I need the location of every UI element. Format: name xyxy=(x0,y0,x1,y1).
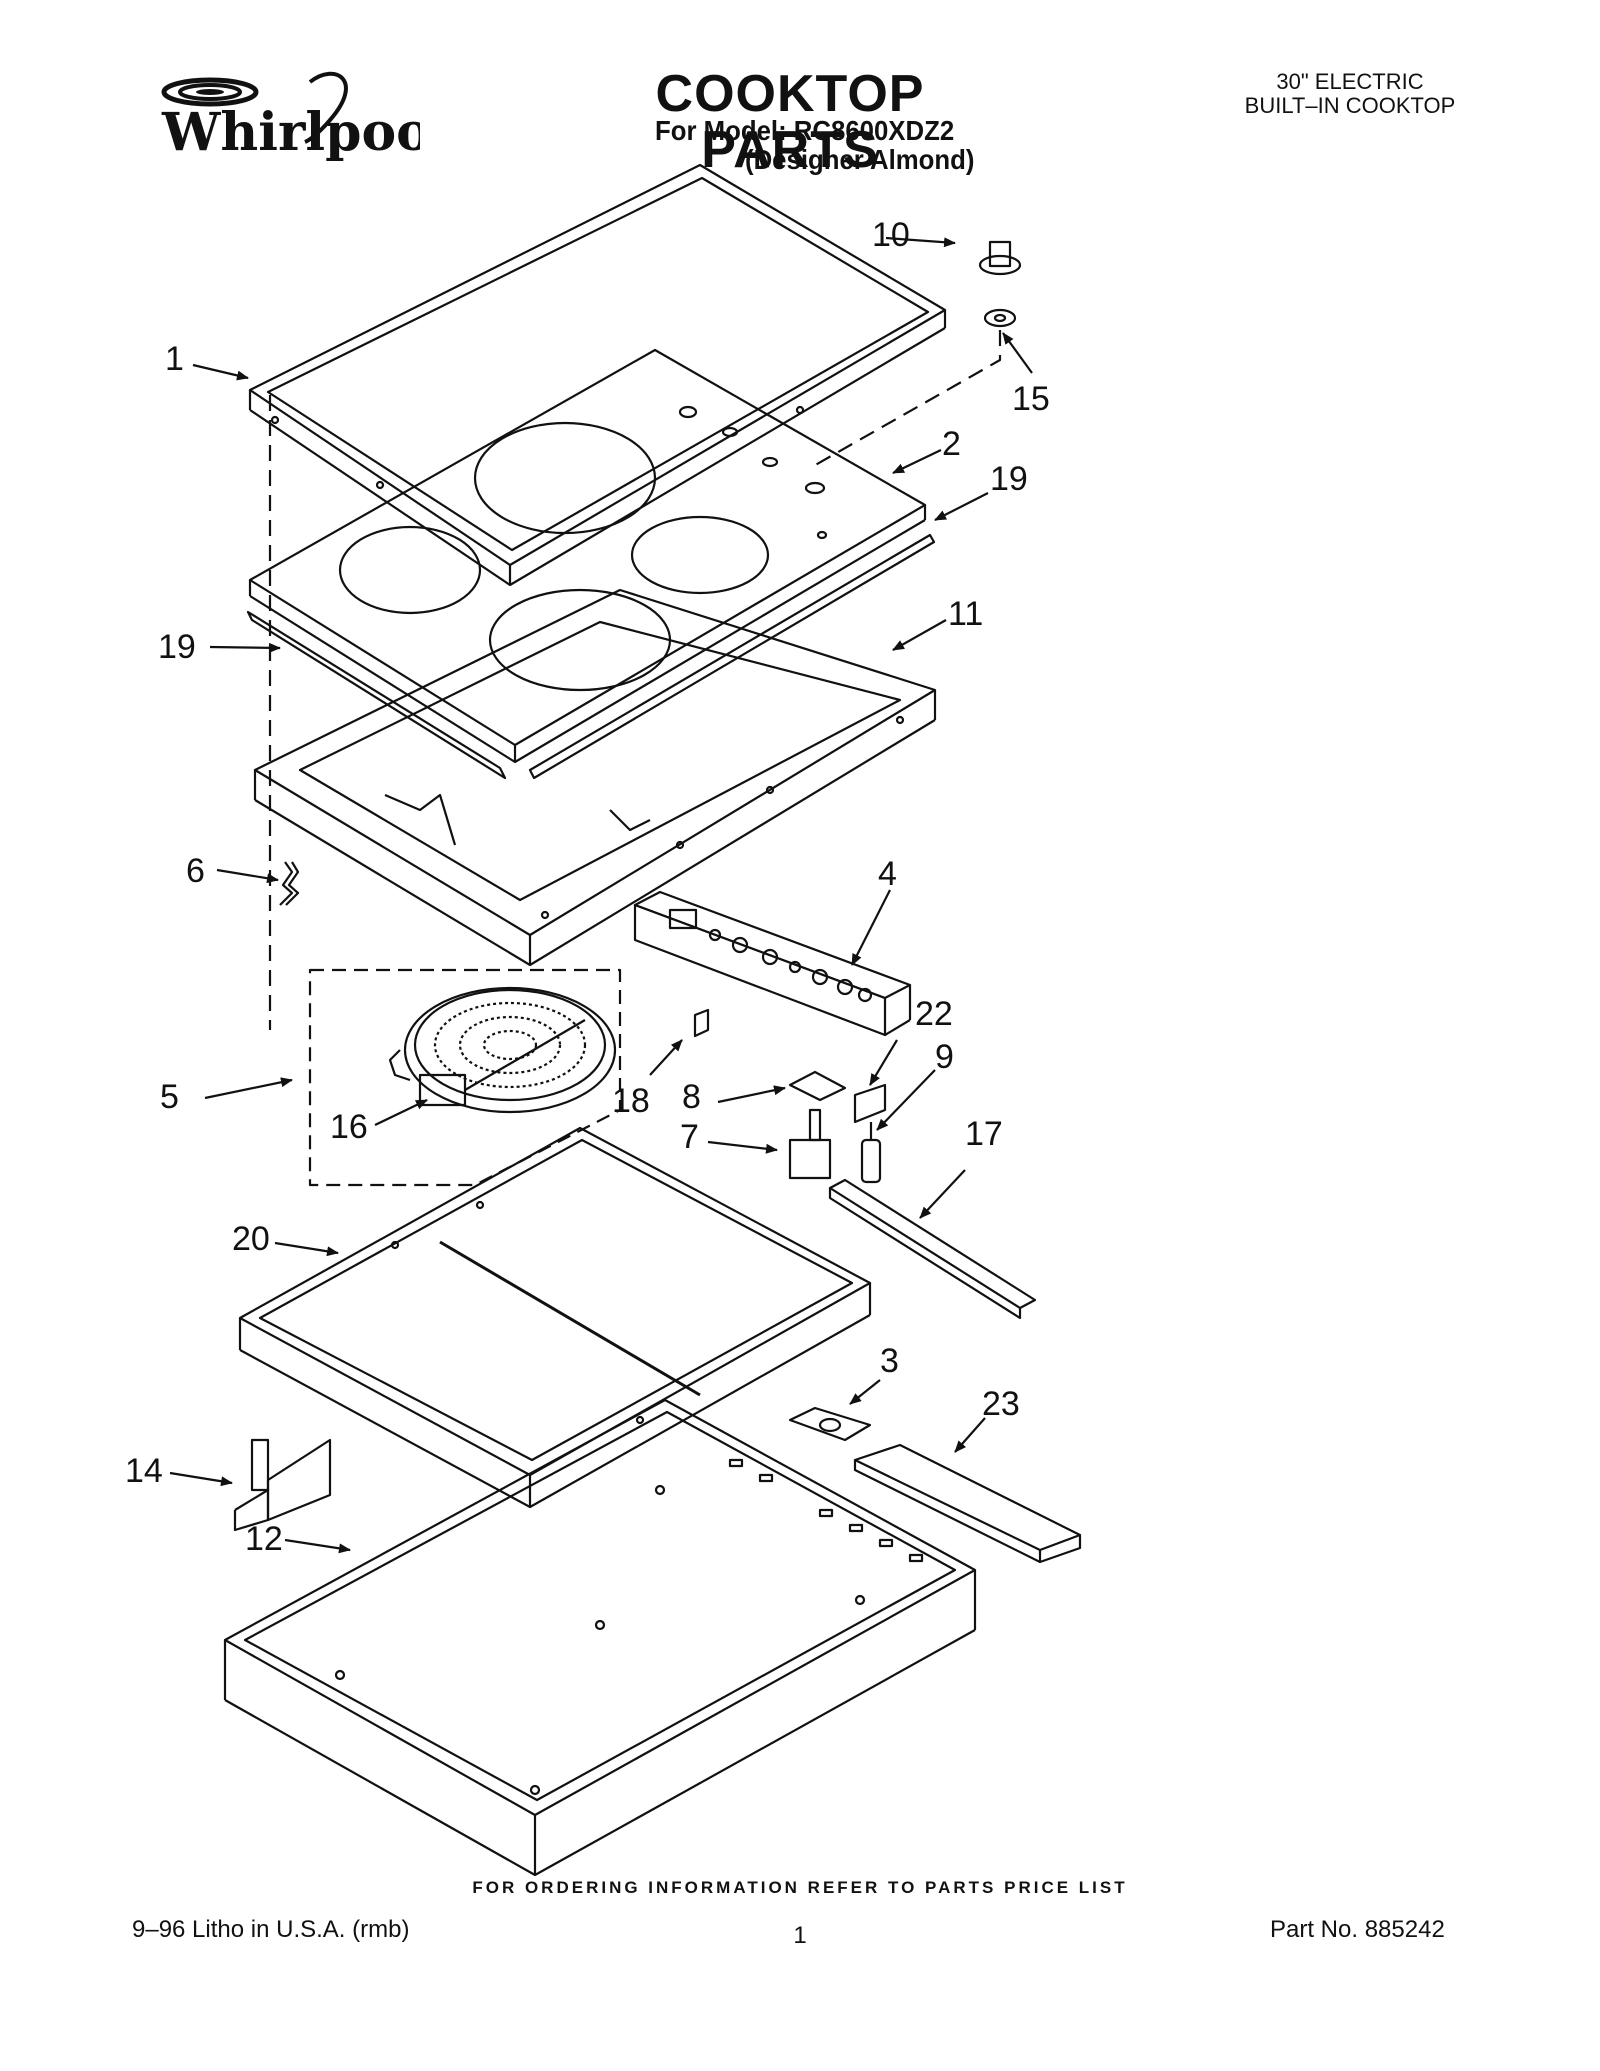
whirlpool-logo: Whirlpool xyxy=(161,71,420,163)
callout-1: 1 xyxy=(165,340,184,378)
part-number: Part No. 885242 xyxy=(1270,1916,1445,1943)
callout-15: 15 xyxy=(1012,380,1050,418)
part-2-glass-cooktop xyxy=(248,348,927,764)
callout-20: 20 xyxy=(232,1220,270,1258)
product-type-line-1: 30" ELECTRIC xyxy=(1276,69,1424,94)
callout-17: 17 xyxy=(965,1115,1003,1153)
part-7-switch xyxy=(788,1108,832,1180)
callout-23: 23 xyxy=(982,1385,1020,1423)
part-23-rail xyxy=(853,1443,1082,1564)
callout-4: 4 xyxy=(878,855,897,893)
part-19-seal-strips xyxy=(246,533,936,780)
part-12-base-pan xyxy=(223,1398,977,1877)
part-14-bracket xyxy=(233,1438,332,1532)
part-20-lower-tray xyxy=(238,1126,872,1509)
callout-16: 16 xyxy=(330,1108,368,1146)
callout-10: 10 xyxy=(872,216,910,254)
part-11-burner-box xyxy=(253,588,937,967)
litho-info: 9–96 Litho in U.S.A. (rmb) xyxy=(132,1916,410,1943)
callout-22: 22 xyxy=(915,995,953,1033)
logo-wordmark: Whirlpool xyxy=(161,102,420,163)
part-1-cooktop-frame xyxy=(248,163,947,1030)
product-type-line-2: BUILT–IN COOKTOP xyxy=(1244,93,1456,118)
variant-line: (Designer Almond) xyxy=(745,144,975,175)
part-4-control-panel xyxy=(633,890,912,1037)
page-title: COOKTOP PARTS xyxy=(655,65,925,179)
callout-2: 2 xyxy=(942,425,961,463)
model-line: For Model: RC8600XDZ2 xyxy=(655,115,955,146)
callout-18: 18 xyxy=(612,1082,650,1120)
callout-14: 14 xyxy=(125,1452,163,1490)
callout-7: 7 xyxy=(680,1118,699,1156)
ordering-information: FOR ORDERING INFORMATION REFER TO PARTS … xyxy=(472,1878,1128,1897)
callout-12: 12 xyxy=(245,1520,283,1558)
callout-6: 6 xyxy=(186,852,205,890)
part-9-switch xyxy=(860,1122,882,1184)
part-5-radiant-element xyxy=(308,968,622,1187)
callout-3: 3 xyxy=(880,1342,899,1380)
callout-9: 9 xyxy=(935,1038,954,1076)
part-8-switch-bracket xyxy=(788,1070,847,1102)
callout-19-lower: 19 xyxy=(158,628,196,666)
part-6-clip xyxy=(279,861,300,906)
callout-11: 11 xyxy=(948,595,983,633)
callout-19-upper: 19 xyxy=(990,460,1028,498)
callout-8: 8 xyxy=(682,1078,701,1116)
part-18-bracket xyxy=(693,1008,710,1038)
page-number: 1 xyxy=(793,1922,807,1949)
part-17-rail xyxy=(828,1178,1037,1310)
part-3-bracket xyxy=(788,1406,872,1442)
part-22-bracket xyxy=(853,1083,887,1124)
part-15-knob-ring xyxy=(983,308,1017,328)
part-10-knob xyxy=(978,240,1022,276)
callout-5: 5 xyxy=(160,1078,179,1116)
